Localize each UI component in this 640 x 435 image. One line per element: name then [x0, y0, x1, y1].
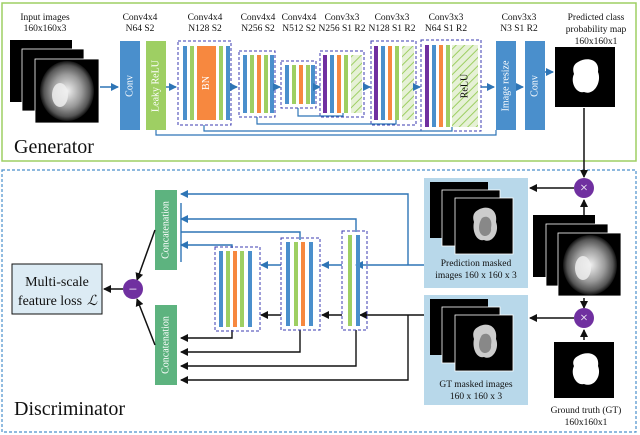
concat-block-top [155, 190, 177, 270]
conv-label: Conv [124, 75, 135, 97]
image-resize-layer [496, 41, 516, 130]
input-images [10, 40, 100, 124]
multiply-symbol-bottom: × [580, 311, 588, 326]
conv-layer [120, 41, 140, 130]
decoder-block-2 [370, 40, 417, 126]
output-label-2: probability map [566, 25, 627, 35]
gt-feature-paths [180, 311, 424, 384]
gt-masked-images [430, 299, 514, 372]
block-label-5a: Conv3x3 [325, 13, 360, 23]
input-label-2: 160x160x3 [24, 24, 67, 34]
block-label-4a: Conv4x4 [282, 13, 317, 23]
block-label-3b: N256 S2 [241, 24, 275, 34]
minus-symbol: − [129, 282, 137, 298]
disc-block-2 [280, 237, 321, 331]
prediction-masked-label-1: Prediction masked [441, 259, 512, 269]
gt-masked-label-1: GT masked images [439, 380, 512, 390]
input-label-1: Input images [20, 13, 70, 23]
discriminator-panel: Discriminator × × Ground truth (GT) 160x… [1, 108, 637, 433]
block-label-8a: Conv3x3 [502, 13, 537, 23]
gt-masked-label-2: 160 x 160 x 3 [450, 392, 503, 402]
prediction-feature-paths [180, 190, 424, 269]
prediction-masked-label-2: images 160 x 160 x 3 [435, 271, 517, 281]
arrow-concat-bottom-minus [135, 298, 156, 346]
concat-label-bottom: Concatenation [160, 316, 171, 374]
predicted-map-image [555, 47, 615, 107]
output-label-1: Predicted class [568, 13, 625, 23]
loss-label-1: Multi-scale [25, 275, 89, 290]
leaky-relu-label: Leaky ReLU [150, 59, 161, 112]
encoder-block-3 [280, 60, 317, 109]
loss-symbol: ℒ [87, 294, 98, 309]
disc-block-1 [214, 246, 261, 332]
conv-out-label: Conv [529, 75, 540, 97]
multiply-symbol-top: × [580, 181, 588, 196]
prediction-masked-images [430, 182, 514, 255]
disc-block-3 [341, 230, 368, 331]
block-label-4b: N512 S2 [282, 24, 316, 34]
generator-panel: Generator Input images 160x160x3 Conv4x4… [1, 2, 637, 162]
ground-truth-image [554, 342, 614, 398]
block-label-2a: Conv4x4 [188, 13, 223, 23]
block-label-3a: Conv4x4 [241, 13, 276, 23]
relu-label: ReLU [459, 73, 470, 98]
block-label-7a: Conv3x3 [429, 13, 464, 23]
block-label-1b: N64 S2 [126, 24, 155, 34]
decoder-block-1 [319, 50, 365, 118]
ground-truth-label-1: Ground truth (GT) [551, 405, 622, 416]
multiply-circle-top [574, 178, 594, 198]
image-resize-label: Image resize [500, 60, 511, 111]
concat-label-top: Concatenation [160, 201, 171, 259]
block-label-1a: Conv4x4 [123, 13, 158, 23]
output-label-3: 160x160x1 [575, 37, 618, 47]
multiply-circle-bottom [574, 308, 594, 328]
encoder-block-1: BN [177, 40, 232, 126]
skip-connections [155, 108, 497, 136]
encoder-block-2 [238, 50, 276, 118]
block-label-2b: N128 S2 [188, 24, 222, 34]
arrow-concat-top-minus [135, 229, 156, 281]
leaky-relu-layer [146, 41, 166, 130]
block-label-5b: N256 S1 R2 [319, 24, 366, 34]
generator-title: Generator [14, 136, 94, 158]
minus-circle [123, 279, 143, 299]
concat-block-bottom [155, 305, 177, 385]
disc-input-images [533, 215, 622, 297]
loss-label-2: feature loss [18, 294, 82, 309]
block-label-6b: N128 S1 R2 [369, 24, 416, 34]
decoder-block-3: ReLU [420, 39, 482, 132]
loss-box [11, 263, 103, 315]
discriminator-title: Discriminator [14, 398, 125, 420]
ground-truth-label-2: 160x160x1 [565, 418, 608, 428]
block-label-7b: N64 S1 R2 [425, 24, 467, 34]
bn-label: BN [201, 76, 212, 90]
conv-out-layer [525, 41, 545, 130]
block-label-6a: Conv3x3 [375, 13, 410, 23]
block-label-8b: N3 S1 R2 [500, 24, 538, 34]
